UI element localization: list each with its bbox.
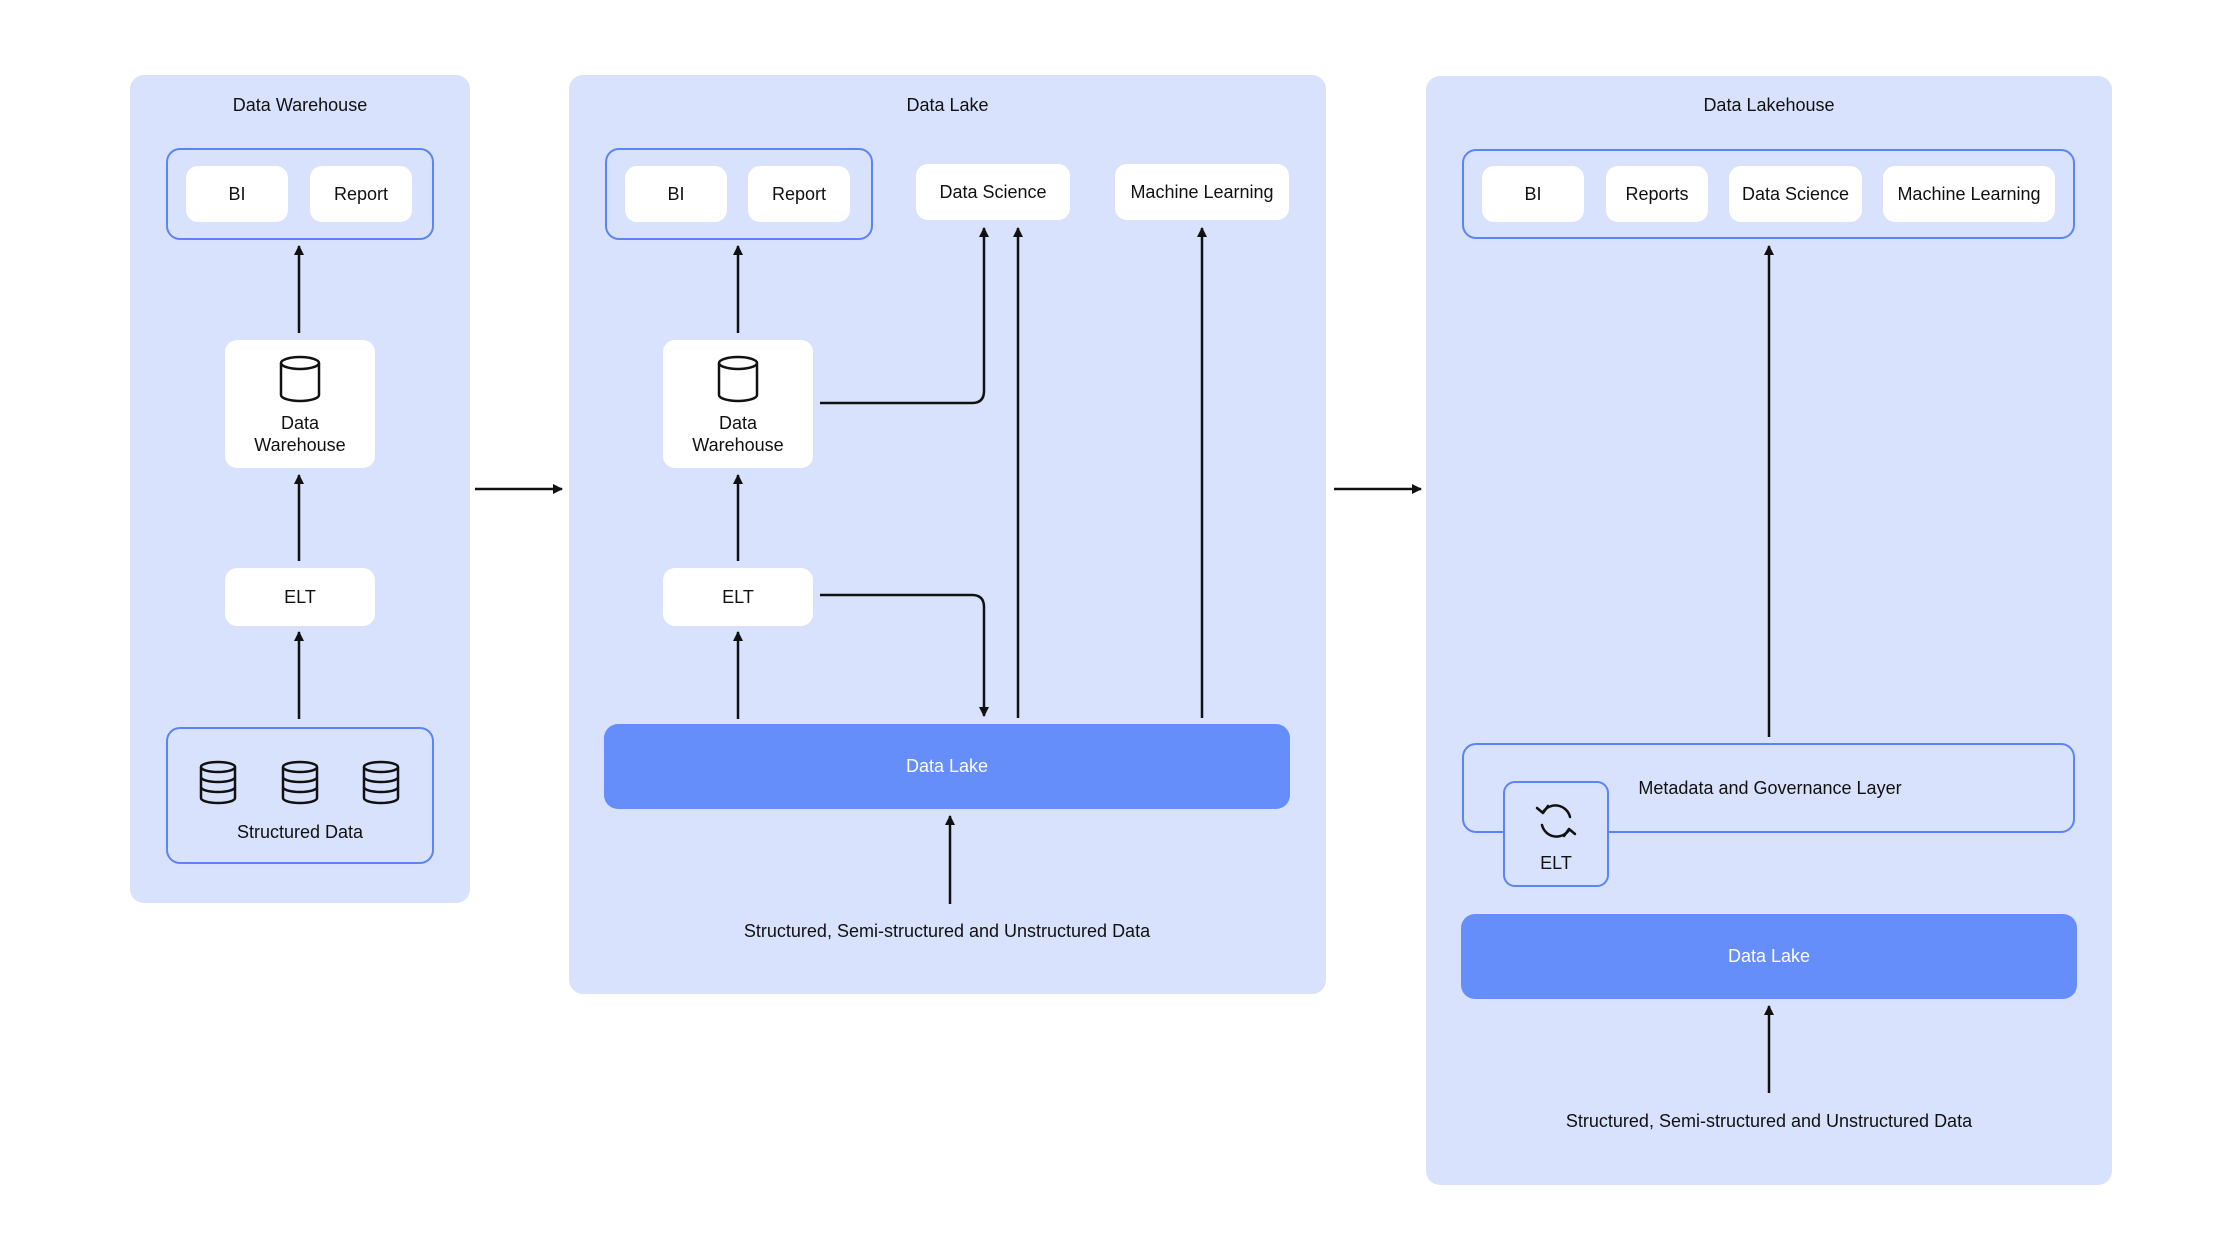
source-data-label: Structured, Semi-structured and Unstruct… xyxy=(743,921,1151,941)
panel-title: Data Lakehouse xyxy=(1703,95,1835,115)
panel-title: Data Lake xyxy=(906,95,989,115)
machine-learning-chip[interactable]: Machine Learning xyxy=(1115,164,1289,220)
bi-chip[interactable]: BI xyxy=(625,166,727,222)
data-lake-bar[interactable]: Data Lake xyxy=(1461,914,2077,999)
report-chip[interactable]: Report xyxy=(748,166,850,222)
metadata-layer-label: Metadata and Governance Layer xyxy=(1638,778,1902,798)
data-lakehouse-panel: Data Lakehouse xyxy=(1426,76,2112,1185)
metadata-governance-layer[interactable] xyxy=(1462,743,2075,833)
report-chip[interactable]: Report xyxy=(310,166,412,222)
consumers-group xyxy=(605,148,873,240)
bi-chip[interactable]: BI xyxy=(1482,166,1584,222)
reports-chip[interactable]: Reports xyxy=(1606,166,1708,222)
data-science-chip[interactable]: Data Science xyxy=(1729,166,1862,222)
database-stack-icon xyxy=(362,760,400,805)
node-label-line1: Data xyxy=(280,413,320,433)
data-lake-bar[interactable]: Data Lake xyxy=(604,724,1290,809)
node-label-line2: Warehouse xyxy=(254,435,346,455)
source-data-label: Structured, Semi-structured and Unstruct… xyxy=(1565,1111,1973,1131)
elt-label: ELT xyxy=(1540,853,1572,873)
structured-data-group xyxy=(166,727,434,864)
node-label-line1: Data xyxy=(718,413,758,433)
database-stack-icon xyxy=(199,760,237,805)
machine-learning-chip[interactable]: Machine Learning xyxy=(1883,166,2055,222)
elt-node[interactable]: ELT xyxy=(225,568,375,626)
node-label-line2: Warehouse xyxy=(692,435,784,455)
data-warehouse-node[interactable]: Data Warehouse xyxy=(663,340,813,468)
data-science-chip[interactable]: Data Science xyxy=(916,164,1070,220)
database-icon xyxy=(279,355,321,403)
elt-node[interactable]: ELT xyxy=(1503,781,1609,887)
database-icon xyxy=(717,355,759,403)
panel-title: Data Warehouse xyxy=(232,95,368,115)
elt-node[interactable]: ELT xyxy=(663,568,813,626)
database-stack-icon xyxy=(281,760,319,805)
consumers-group xyxy=(1462,149,2075,239)
data-warehouse-node[interactable]: Data Warehouse xyxy=(225,340,375,468)
sync-icon xyxy=(1535,804,1577,838)
bi-chip[interactable]: BI xyxy=(186,166,288,222)
structured-data-label: Structured Data xyxy=(236,822,364,842)
consumers-group xyxy=(166,148,434,240)
